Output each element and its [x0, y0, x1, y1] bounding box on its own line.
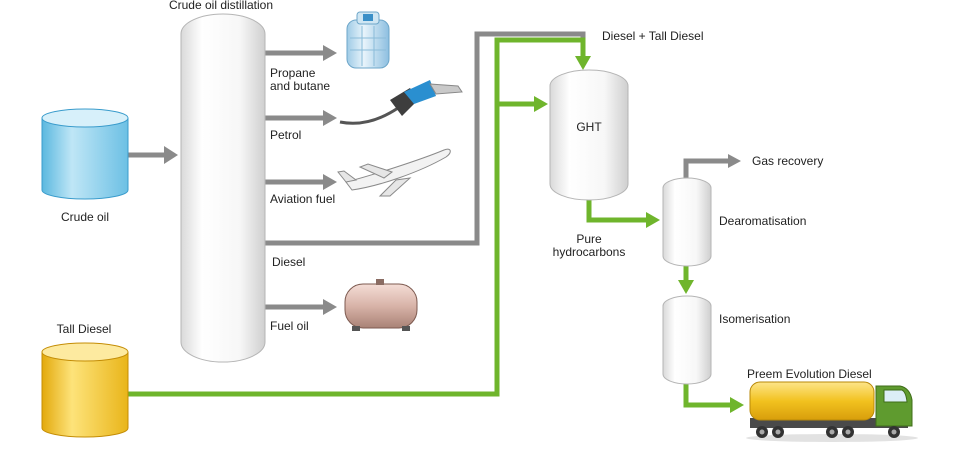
tall-diesel-label: Tall Diesel [57, 322, 112, 336]
tall-diesel-tank [41, 342, 129, 438]
propane-label-line2: and butane [270, 79, 330, 93]
isomerisation-label: Isomerisation [719, 312, 790, 326]
propane-label-line1: Propane [270, 66, 316, 80]
airplane-icon [337, 148, 451, 197]
dearomatisation-vessel [662, 177, 712, 267]
dearomatisation-label: Dearomatisation [719, 214, 806, 228]
crude-feed-arrowhead [164, 146, 178, 164]
crude-oil-tank [41, 108, 129, 200]
ght-vessel [549, 69, 629, 201]
diesel-label: Diesel [272, 255, 305, 269]
ght-label: GHT [576, 120, 602, 134]
petrol-label: Petrol [270, 128, 301, 142]
isom-inlet-arrowhead [678, 280, 694, 294]
ght-to-dearom-line [586, 200, 648, 223]
preem-evolution-diesel-label: Preem Evolution Diesel [747, 367, 872, 381]
ght-inlet-arrowhead [575, 56, 591, 70]
crude-oil-label: Crude oil [61, 210, 109, 224]
truck-inlet-arrowhead [730, 397, 744, 413]
fuel-oil-tank-icon [344, 279, 418, 331]
pure-hydrocarbons-line1: Pure [576, 232, 602, 246]
aviation-fuel-label: Aviation fuel [270, 192, 335, 206]
fuel-oil-arrowhead [323, 299, 337, 315]
fuel-oil-label: Fuel oil [270, 319, 309, 333]
gas-recovery-arrowhead [728, 154, 741, 168]
crude-oil-distillation-label: Crude oil distillation [169, 0, 273, 12]
tall-diesel-arrowhead [534, 96, 548, 112]
gas-bottle-icon [346, 11, 390, 69]
propane-arrowhead [323, 45, 337, 61]
isomerisation-vessel [662, 295, 712, 385]
diesel-tall-diesel-label: Diesel + Tall Diesel [602, 29, 704, 43]
petrol-arrowhead [323, 110, 337, 126]
aviation-arrowhead [323, 174, 337, 190]
tanker-truck-icon [746, 381, 918, 442]
gas-recovery-line [683, 158, 730, 180]
green-flows [128, 37, 744, 413]
tall-diesel-flow-line [128, 101, 536, 397]
tall-diesel-top-branch [494, 37, 586, 104]
fuel-nozzle-icon [339, 80, 463, 125]
distillation-column [180, 13, 266, 363]
dearom-inlet-arrowhead [646, 212, 660, 228]
isom-to-truck-line [683, 384, 732, 408]
pure-hydrocarbons-line2: hydrocarbons [553, 245, 626, 259]
gas-recovery-label: Gas recovery [752, 154, 823, 168]
